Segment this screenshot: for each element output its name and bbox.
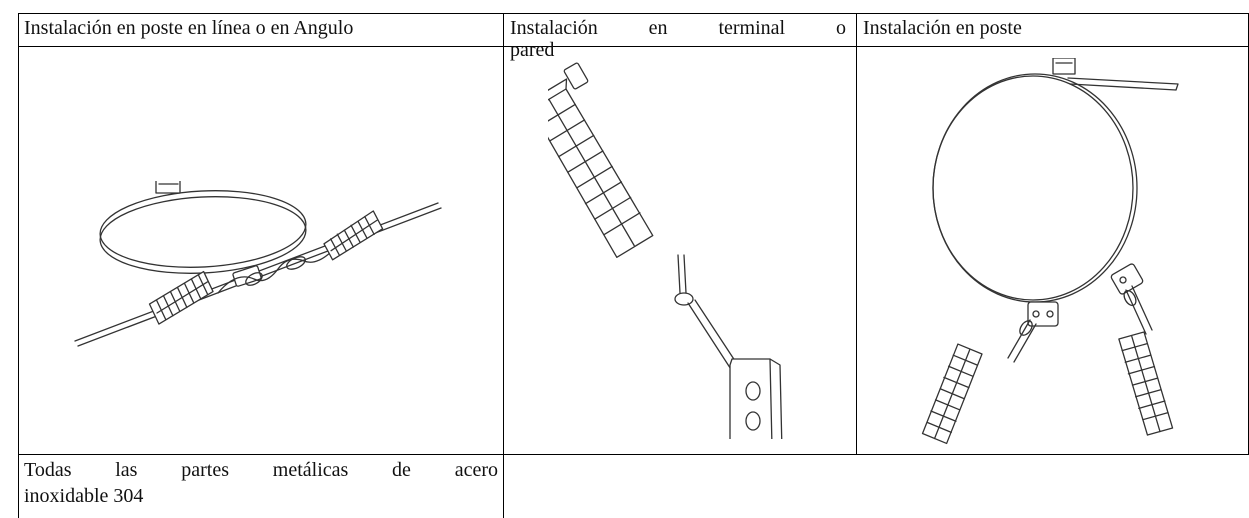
pole-strap-double-dead-end-clamp-icon <box>918 58 1248 448</box>
terminal-wall-dead-end-clamp-icon <box>548 59 798 439</box>
header-cell-pole: Instalación en poste <box>863 16 1243 40</box>
material-note-line1: Todas las partes metálicas de acero <box>24 459 498 481</box>
inline-pole-suspension-clamp-icon <box>68 181 448 361</box>
header-pole-text: Instalación en poste <box>863 17 1022 39</box>
footer-cell-material-note: Todas las partes metálicas de acero inox… <box>24 458 498 508</box>
header-cell-inline-pole: Instalación en poste en línea o en Angul… <box>24 16 500 40</box>
installation-table: Instalación en poste en línea o en Angul… <box>18 13 1249 518</box>
table-row-divider-1 <box>18 46 1249 47</box>
header-terminal-wall-line1: Instalación en terminal o <box>510 17 846 39</box>
material-note-line2: inoxidable 304 <box>24 485 144 507</box>
table-column-divider-2 <box>856 13 857 454</box>
header-cell-terminal-wall: Instalación en terminal o pared <box>510 16 846 62</box>
table-border-top <box>18 13 1249 14</box>
header-inline-pole-text: Instalación en poste en línea o en Angul… <box>24 17 354 39</box>
header-terminal-wall-line2: pared <box>510 39 555 61</box>
table-column-divider-1 <box>503 13 504 518</box>
table-row-divider-2 <box>18 454 1249 455</box>
table-border-left <box>18 13 19 518</box>
